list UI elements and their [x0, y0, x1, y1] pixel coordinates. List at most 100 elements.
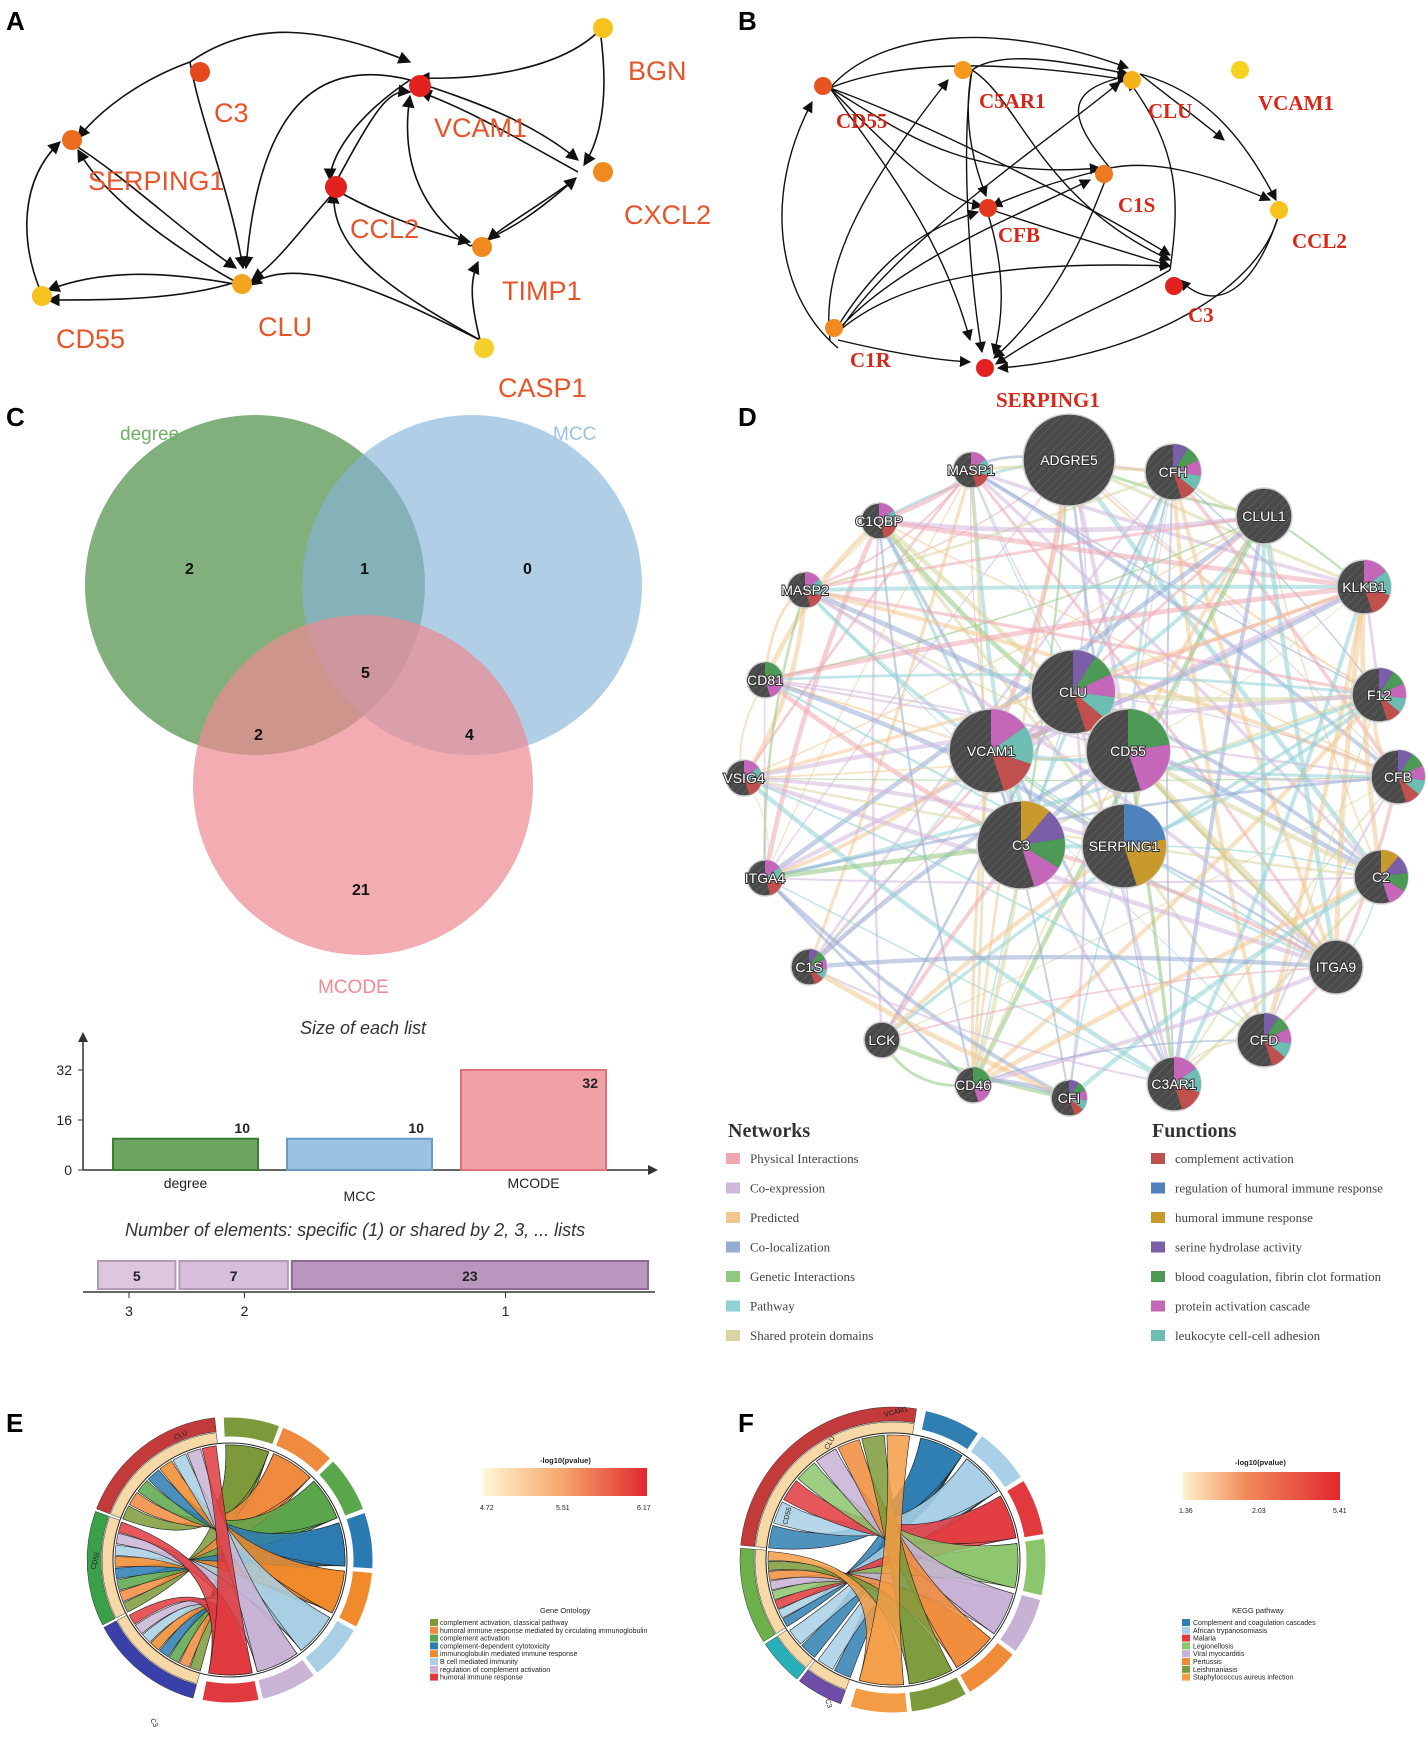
function-slice — [973, 1067, 991, 1085]
function-slice — [991, 726, 1033, 764]
node-timp1 — [472, 237, 492, 257]
size-ytick-label: 16 — [56, 1112, 72, 1128]
f-scale-mid: 2.03 — [1252, 1508, 1266, 1515]
gene-node-serping1[interactable]: SERPING1 — [1081, 803, 1167, 889]
network-swatch — [726, 1300, 740, 1312]
f-scale-bar — [1183, 1472, 1340, 1500]
venn-count-degree-only: 2 — [185, 561, 194, 578]
gene-node-clul1[interactable]: CLUL1 — [1235, 487, 1293, 545]
f-scale-title: -log10(pvalue) — [1235, 1458, 1286, 1467]
network-edge — [764, 875, 1382, 884]
node-cd55 — [814, 77, 832, 95]
gene-node-cd55[interactable]: CD55 — [1085, 708, 1171, 794]
gene-node-lck[interactable]: LCK — [863, 1021, 901, 1059]
gene-node-f12[interactable]: F12 — [1351, 667, 1407, 723]
gene-arc — [96, 1417, 217, 1515]
gene-node-label: C1QBP — [855, 513, 902, 529]
e-legend-swatch — [430, 1658, 438, 1665]
function-slice — [1124, 804, 1166, 846]
gene-node-itga9[interactable]: ITGA9 — [1308, 939, 1364, 995]
function-slice — [1021, 801, 1050, 845]
e-legend-swatch — [430, 1665, 438, 1673]
gene-node-c3ar1[interactable]: C3AR1 — [1146, 1056, 1202, 1112]
term-arc — [958, 1641, 1014, 1694]
gene-node-c1qbp[interactable]: C1QBP — [854, 502, 904, 540]
size-y-arrow — [78, 1032, 88, 1042]
f-legend-label: Leishmaniasis — [1193, 1667, 1238, 1674]
gene-node-label: CD46 — [955, 1077, 991, 1093]
venn-count-degree-mcc: 1 — [360, 561, 369, 578]
panel-e-label: E — [6, 1408, 23, 1438]
function-slice — [1398, 777, 1419, 803]
e-legend-swatch — [430, 1650, 438, 1658]
function-slice — [1069, 1090, 1087, 1101]
network-edge — [972, 1039, 1265, 1086]
network-label: Genetic Interactions — [750, 1269, 855, 1284]
e-legend-label: B cell mediated immunity — [440, 1659, 518, 1666]
size-bar-mcc — [286, 1137, 433, 1171]
network-edge — [881, 776, 1399, 1041]
function-slice — [1073, 650, 1096, 692]
gene-node-label: LCK — [868, 1032, 896, 1048]
gene-node-clu[interactable]: CLU — [1030, 649, 1116, 735]
panel-a-label: A — [6, 6, 25, 36]
gene-node-adgre5[interactable]: ADGRE5 — [1022, 413, 1116, 507]
label-c1r: C1R — [850, 348, 892, 372]
function-slice — [765, 662, 783, 680]
panel-a-edges — [26, 29, 605, 341]
network-label: Physical Interactions — [750, 1151, 859, 1166]
gene-node-cfh[interactable]: CFH — [1144, 443, 1202, 501]
gene-node-label: C3 — [1012, 837, 1030, 853]
f-gene-cd55: CD55 — [782, 1506, 793, 1525]
function-swatch — [1151, 1330, 1165, 1341]
panel-b-nodes — [814, 61, 1288, 377]
gene-node-label: SERPING1 — [1089, 838, 1160, 854]
function-slice — [1379, 672, 1404, 695]
panel-b-labels: CD55 C5AR1 CLU VCAM1 C1S CFB CCL2 C3 C1R… — [836, 89, 1347, 412]
size-ytick-label: 0 — [64, 1162, 72, 1178]
gene-node-vsig4[interactable]: VSIG4 — [722, 759, 766, 797]
gene-node-label: ADGRE5 — [1040, 452, 1098, 468]
function-slice — [1173, 472, 1201, 490]
function-swatch — [1151, 1271, 1165, 1282]
gene-node-cfd[interactable]: CFD — [1236, 1012, 1292, 1068]
node-clu — [1123, 71, 1141, 89]
gene-node-cd81[interactable]: CD81 — [746, 661, 784, 699]
function-slice — [765, 867, 783, 884]
gene-node-cfb[interactable]: CFB — [1370, 749, 1426, 805]
network-edge — [743, 776, 1399, 782]
network-edge — [880, 844, 1126, 1042]
term-arc — [257, 1658, 316, 1700]
function-slice — [1173, 460, 1202, 476]
label-cfb: CFB — [998, 223, 1040, 247]
gene-node-masp2[interactable]: MASP2 — [780, 571, 830, 609]
gene-node-vcam1[interactable]: VCAM1 — [948, 708, 1034, 794]
chord-inner-ring — [765, 1432, 1021, 1688]
panel-b-label: B — [738, 6, 757, 36]
gene-node-masp1[interactable]: MASP1 — [946, 451, 996, 489]
label-vcam1: VCAM1 — [1258, 91, 1334, 115]
function-slice — [1021, 838, 1065, 868]
term-arc — [337, 1570, 373, 1628]
e-scale-min: 4.72 — [480, 1505, 494, 1512]
f-legend-swatch — [1182, 1619, 1190, 1626]
network-edge — [971, 874, 1383, 1088]
function-slice — [1174, 1057, 1196, 1084]
network-edge — [1122, 471, 1175, 847]
function-slice — [1364, 587, 1390, 613]
function-slice — [765, 677, 783, 698]
gene-node-c3[interactable]: C3 — [976, 800, 1066, 890]
gene-node-c1s[interactable]: C1S — [790, 948, 828, 986]
gene-node-cd46[interactable]: CD46 — [954, 1066, 992, 1104]
gene-node-cfi[interactable]: CFI — [1050, 1079, 1088, 1117]
gene-node-label: CFH — [1159, 464, 1188, 480]
gene-node-itga4[interactable]: ITGA4 — [744, 859, 786, 897]
gene-node-label: F12 — [1367, 687, 1391, 703]
gene-node-klkb1[interactable]: KLKB1 — [1336, 559, 1392, 615]
size-bar-category: MCC — [344, 1188, 376, 1204]
node-clu — [232, 274, 252, 294]
network-edge — [972, 965, 1337, 1087]
gene-node-c2[interactable]: C2 — [1353, 849, 1409, 905]
gene-node-label: CFI — [1058, 1090, 1081, 1106]
